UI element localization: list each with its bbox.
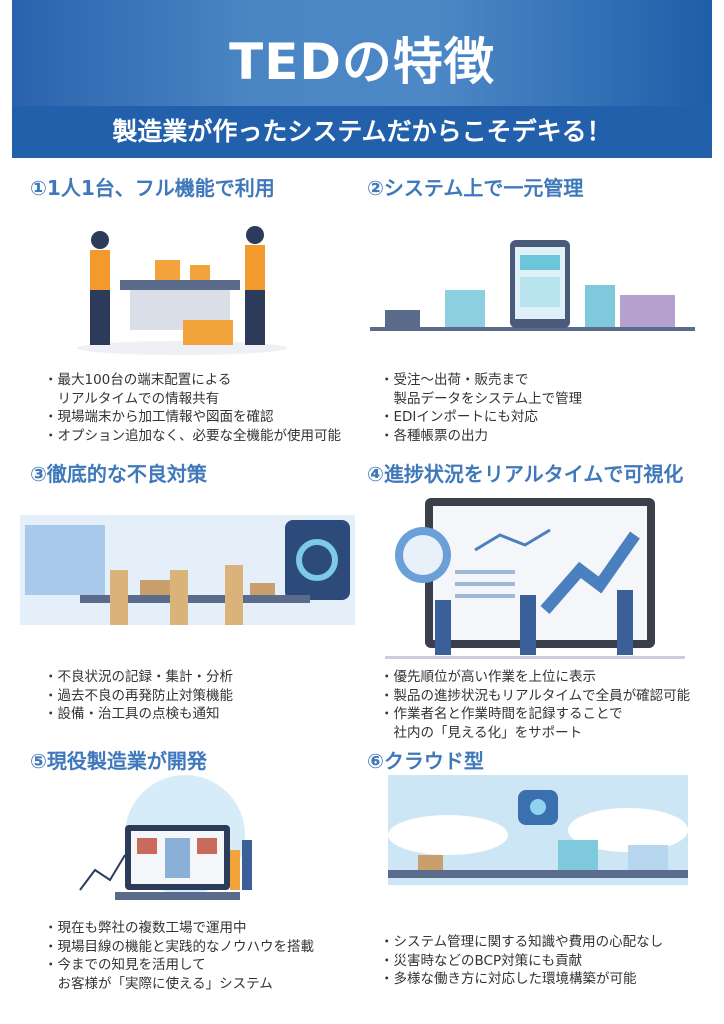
bullet: 社内の「見える化」をサポート <box>380 724 583 741</box>
bullet: ・現場目線の機能と実践的なノウハウを搭載 <box>44 938 314 955</box>
bullet: ・過去不良の再発防止対策機能 <box>44 687 233 704</box>
bullet: ・各種帳票の出力 <box>380 427 488 444</box>
bullet: ・不良状況の記録・集計・分析 <box>44 669 233 685</box>
page-subtitle: 製造業が作ったシステムだからこそデキる！ <box>12 106 712 158</box>
section-6-bullets: ・システム管理に関する知識や費用の心配なし ・災害時などのBCP対策にも貢献 ・… <box>380 933 663 989</box>
developer-illustration <box>79 775 252 900</box>
section-heading-5: ⑤現役製造業が開発 <box>30 749 207 773</box>
section-5-bullets: ・現在も弊社の複数工場で運用中 ・現場目線の機能と実践的なノウハウを搭載 ・今ま… <box>44 919 314 993</box>
bullet: お客様が「実際に使える」システム <box>44 975 273 992</box>
bullet: ・設備・治工具の点検も通知 <box>44 706 220 722</box>
section-4-bullets: ・優先順位が高い作業を上位に表示 ・製品の進捗状況もリアルタイムで全員が確認可能… <box>380 668 690 742</box>
bullet: ・オプション追加なく、必要な全機能が使用可能 <box>44 427 341 444</box>
section-heading-1: ①1人1台、フル機能で利用 <box>30 176 275 200</box>
bullet: ・現在も弊社の複数工場で運用中 <box>44 920 247 936</box>
section-heading-4: ④進捗状況をリアルタイムで可視化 <box>367 462 684 486</box>
workers-factory-illustration <box>77 226 287 355</box>
system-management-illustration <box>370 240 695 331</box>
bullet: ・災害時などのBCP対策にも貢献 <box>380 952 583 969</box>
bullet: ・EDIインポートにも対応 <box>380 409 538 425</box>
bullet: ・製品の進捗状況もリアルタイムで全員が確認可能 <box>380 687 691 704</box>
section-1-bullets: ・最大100台の端末配置による リアルタイムでの情報共有 ・現場端末から加工情報… <box>44 371 341 445</box>
section-heading-6: ⑥クラウド型 <box>367 749 484 773</box>
bullet: ・作業者名と作業時間を記録することで <box>380 706 623 722</box>
bullet: ・システム管理に関する知識や費用の心配なし <box>380 934 664 950</box>
defect-control-illustration <box>20 515 355 625</box>
cloud-illustration <box>388 775 688 885</box>
page-title: TEDの特徴 <box>229 33 495 91</box>
bullet: ・今までの知見を活用して <box>44 957 206 973</box>
bullet: ・現場端末から加工情報や図面を確認 <box>44 409 274 425</box>
section-3-bullets: ・不良状況の記録・集計・分析 ・過去不良の再発防止対策機能 ・設備・治工具の点検… <box>44 668 233 724</box>
bullet: 製品データをシステム上で管理 <box>380 390 583 407</box>
bullet: ・優先順位が高い作業を上位に表示 <box>380 669 596 685</box>
section-2-bullets: ・受注～出荷・販売まで 製品データをシステム上で管理 ・EDIインポートにも対応… <box>380 371 582 445</box>
bullet: ・受注～出荷・販売まで <box>380 372 529 388</box>
section-heading-3: ③徹底的な不良対策 <box>30 462 207 486</box>
progress-visualization-illustration <box>385 498 685 659</box>
bullet: リアルタイムでの情報共有 <box>44 390 220 407</box>
bullet: ・多様な働き方に対応した環境構築が可能 <box>380 971 637 987</box>
header-banner: TEDの特徴 <box>12 0 712 106</box>
bullet: ・最大100台の端末配置による <box>44 372 232 388</box>
section-heading-2: ②システム上で一元管理 <box>367 176 584 200</box>
